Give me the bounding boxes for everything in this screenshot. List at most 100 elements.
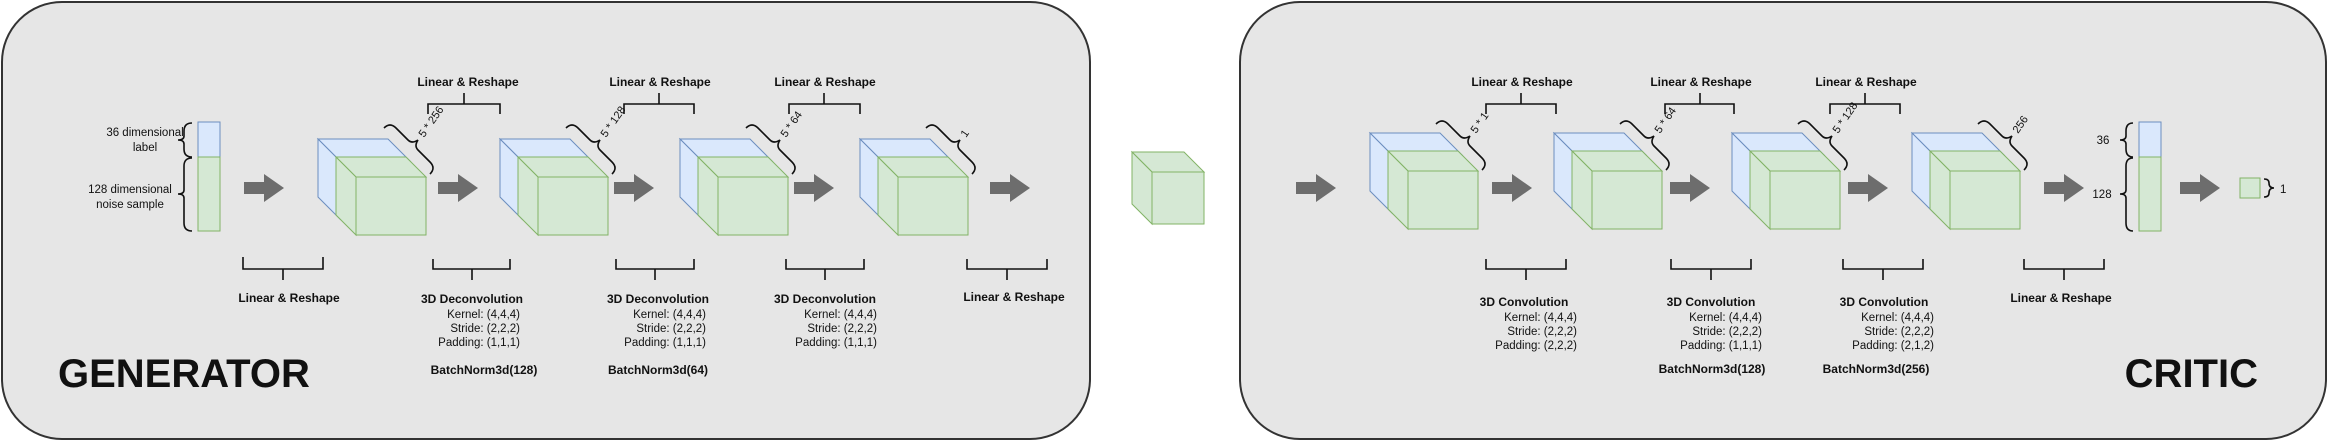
gen-block-1: Linear & Reshape 3D Deconvolution Kernel… <box>417 75 537 377</box>
cube-front-face <box>1591 170 1663 230</box>
flow-arrow <box>614 174 654 202</box>
flow-arrow <box>1670 174 1710 202</box>
critic-block-2-kernel: Kernel: (4,4,4) <box>1689 312 1762 324</box>
noise-brace <box>177 157 193 232</box>
critic-block-3-stride: Stride: (2,2,2) <box>1864 326 1934 338</box>
gen-block-1-stride: Stride: (2,2,2) <box>450 323 520 335</box>
flow-arrow <box>1492 174 1532 202</box>
gen-block-2-kernel: Kernel: (4,4,4) <box>633 309 706 321</box>
gen-output-linear-bracket <box>966 259 1048 280</box>
critic-block-1-linear-label: Linear & Reshape <box>1471 75 1573 89</box>
flow-arrow <box>1296 174 1336 202</box>
gen-block-2-op: 3D Deconvolution <box>607 292 709 306</box>
cube-dim-brace <box>925 124 976 175</box>
gen-block-1-norm: BatchNorm3d(128) <box>431 363 538 377</box>
critic-block-1-stride: Stride: (2,2,2) <box>1507 326 1577 338</box>
critic-cube <box>1910 131 2022 231</box>
gen-block-3-bottom-bracket <box>785 259 865 280</box>
critic-block-2-norm: BatchNorm3d(128) <box>1659 362 1766 376</box>
critic-out-label-segment <box>2138 121 2162 158</box>
generator-cube <box>678 137 790 237</box>
critic-block-3-linear-label: Linear & Reshape <box>1815 75 1917 89</box>
cube-front-face <box>717 176 789 236</box>
label-text-line1: 36 dimensional <box>106 127 183 139</box>
critic-block-3-norm: BatchNorm3d(256) <box>1823 362 1930 376</box>
critic-score-cell <box>2239 177 2261 199</box>
gen-block-1-bottom-bracket <box>432 259 511 280</box>
noise-text-line1: 128 dimensional <box>88 184 172 196</box>
critic-block-2-top-bracket <box>1664 93 1735 114</box>
cube-dim-brace <box>1619 120 1670 171</box>
critic-block-2-stride: Stride: (2,2,2) <box>1692 326 1762 338</box>
gen-block-3-top-bracket <box>788 93 861 114</box>
critic-block-3-kernel: Kernel: (4,4,4) <box>1861 312 1934 324</box>
noise-segment <box>197 156 221 232</box>
gen-block-2-bottom-bracket <box>615 259 695 280</box>
critic-block-2-padding: Padding: (1,1,1) <box>1680 340 1762 352</box>
cube-front-face <box>897 176 969 236</box>
cube-dim-brace <box>1977 120 2028 171</box>
cube-dim-brace <box>1797 120 1848 171</box>
critic-block-1-bottom-bracket <box>1485 259 1567 280</box>
critic-cube <box>1368 131 1480 231</box>
critic-block-2-linear-label: Linear & Reshape <box>1650 75 1752 89</box>
flow-arrow <box>438 174 478 202</box>
gen-block-1-top-bracket <box>427 93 501 114</box>
critic-out-36-text: 36 <box>2097 135 2110 147</box>
gen-block-1-kernel: Kernel: (4,4,4) <box>447 309 520 321</box>
generator-input-vector: 36 dimensional label 128 dimensional noi… <box>88 121 221 232</box>
label-segment <box>197 121 221 158</box>
cube-front-face <box>1769 170 1841 230</box>
label-brace <box>177 122 193 158</box>
cube-dim-brace <box>383 124 434 175</box>
critic-cube <box>1552 131 1664 231</box>
critic-score-text: 1 <box>2280 184 2286 196</box>
cube-dim-brace <box>1435 120 1486 171</box>
critic-block-1: Linear & Reshape 3D Convolution Kernel: … <box>1471 75 1577 352</box>
gen-block-2: Linear & Reshape 3D Deconvolution Kernel… <box>607 75 711 377</box>
critic-arrows <box>1296 174 2220 202</box>
critic-block-2-op: 3D Convolution <box>1667 295 1756 309</box>
cube-dim-annotation: 1 <box>925 124 976 175</box>
gen-block-1-linear-label: Linear & Reshape <box>417 75 519 89</box>
generator-title: GENERATOR <box>58 352 310 396</box>
cube-front-face <box>355 176 427 236</box>
gen-block-1-op: 3D Deconvolution <box>421 292 523 306</box>
gen-block-3-padding: Padding: (1,1,1) <box>795 337 877 349</box>
flow-arrow <box>2180 174 2220 202</box>
critic-block-2: Linear & Reshape 3D Convolution Kernel: … <box>1650 75 1765 376</box>
critic-block-2-bottom-bracket <box>1670 259 1752 280</box>
cube-dim-label: 1 <box>959 128 972 140</box>
critic-out-noise-segment <box>2138 156 2162 232</box>
gen-block-3-linear-label: Linear & Reshape <box>774 75 876 89</box>
cube-front-face <box>537 176 609 236</box>
critic-block-1-kernel: Kernel: (4,4,4) <box>1504 312 1577 324</box>
cube-dim-brace <box>565 124 616 175</box>
flow-arrow <box>1848 174 1888 202</box>
cube-front-face <box>1949 170 2021 230</box>
gen-block-2-padding: Padding: (1,1,1) <box>624 337 706 349</box>
generator-cube <box>858 137 970 237</box>
critic-output-linear-bracket <box>2023 259 2105 280</box>
generator-cube <box>316 137 428 237</box>
gen-block-2-stride: Stride: (2,2,2) <box>636 323 706 335</box>
critic-output-vector: 36 128 <box>2092 121 2162 232</box>
critic-out-36-brace <box>2119 122 2134 158</box>
critic-block-1-top-bracket <box>1485 93 1557 114</box>
critic-cube <box>1730 131 1842 231</box>
critic-title: CRITIC <box>2125 352 2258 396</box>
generator-arrows <box>244 174 1030 202</box>
critic-block-1-op: 3D Convolution <box>1480 295 1569 309</box>
flow-arrow <box>244 174 284 202</box>
noise-text-line2: noise sample <box>96 199 164 211</box>
critic-block-1-padding: Padding: (2,2,2) <box>1495 340 1577 352</box>
gen-block-2-top-bracket <box>623 93 695 114</box>
gen-block-3-op: 3D Deconvolution <box>774 292 876 306</box>
flow-arrow <box>794 174 834 202</box>
generator-cube <box>498 137 610 237</box>
gen-input-linear-label: Linear & Reshape <box>238 291 340 305</box>
cube-dim-brace <box>745 124 796 175</box>
